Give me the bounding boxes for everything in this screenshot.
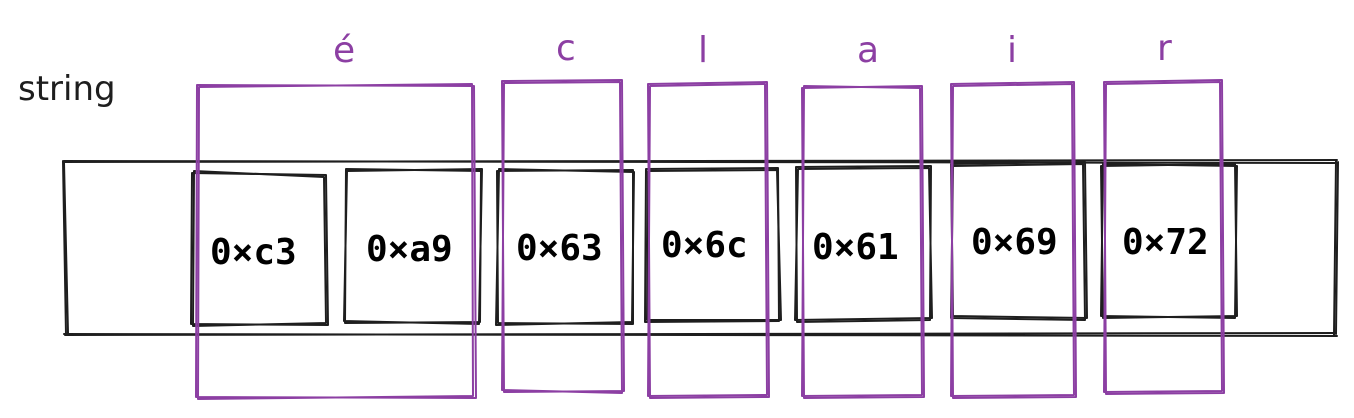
byte-cell: 0×61 <box>794 165 933 323</box>
byte-value: 0×61 <box>812 227 899 268</box>
character-label: c <box>556 28 576 69</box>
byte-value: 0×c3 <box>210 232 297 273</box>
character-label: é <box>333 30 355 71</box>
character-label: a <box>857 30 879 71</box>
byte-cell: 0×6c <box>644 167 782 323</box>
character-outline: l <box>647 30 770 399</box>
byte-cell: 0×72 <box>1100 163 1238 319</box>
byte-cell: 0×a9 <box>343 168 483 325</box>
byte-cell: 0×63 <box>495 168 635 326</box>
character-outline: é <box>195 30 477 400</box>
character-label: i <box>1007 30 1017 71</box>
byte-value: 0×63 <box>516 228 603 269</box>
byte-value: 0×69 <box>971 222 1058 263</box>
character-label: l <box>698 30 708 71</box>
byte-cell: 0×c3 <box>190 170 329 327</box>
byte-cell: 0×69 <box>950 161 1088 321</box>
character-outline: c <box>501 28 625 394</box>
byte-value: 0×6c <box>661 225 748 266</box>
character-outline: i <box>950 30 1077 399</box>
byte-value: 0×a9 <box>366 229 453 270</box>
character-label: r <box>1157 28 1172 69</box>
character-outline: r <box>1103 28 1225 395</box>
character-outline: a <box>801 30 925 399</box>
string-buffer <box>62 159 1339 337</box>
string-label: string <box>18 69 116 109</box>
byte-value: 0×72 <box>1122 222 1209 263</box>
